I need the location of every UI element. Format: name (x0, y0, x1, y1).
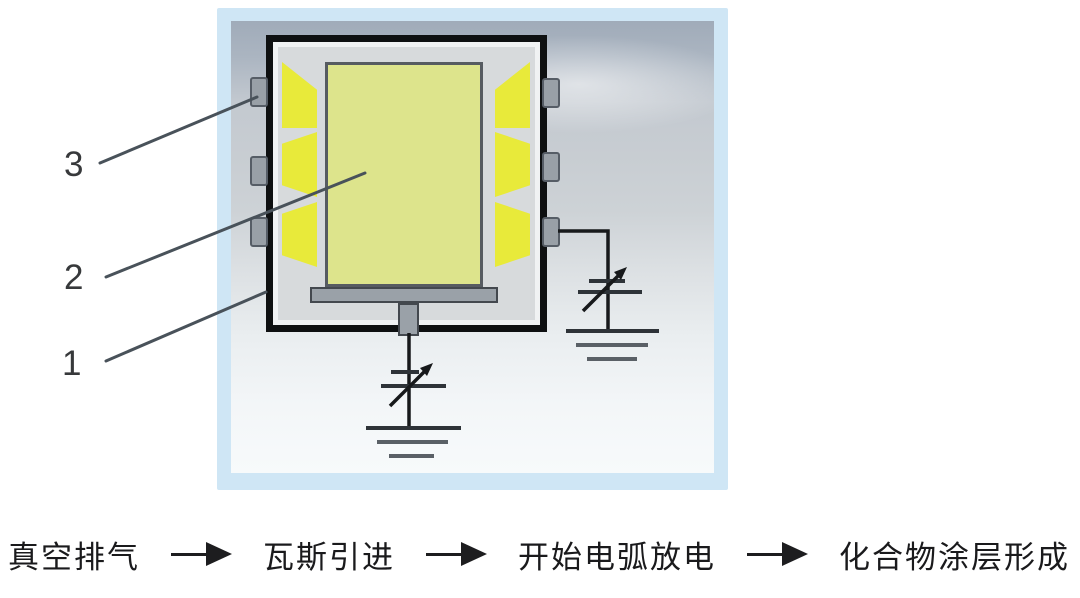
substrate-plate (325, 62, 483, 287)
callout-label-2: 2 (64, 258, 84, 297)
flow-arrow-icon (747, 542, 808, 566)
cathode-port (250, 217, 268, 247)
cathode-port (250, 77, 268, 107)
cathode-port (250, 156, 268, 186)
flow-arrow-icon (171, 542, 232, 566)
flow-step-4: 化合物涂层形成 (839, 539, 1070, 575)
flow-arrow-icon (426, 542, 487, 566)
flow-step-2: 瓦斯引进 (263, 539, 395, 575)
process-flow: 真空排气 瓦斯引进 开始电弧放电 化合物涂层形成 (8, 532, 1070, 576)
cathode-port (542, 217, 560, 247)
callout-label-1: 1 (62, 344, 82, 383)
flow-step-1: 真空排气 (8, 539, 140, 575)
substrate-pedestal (310, 287, 498, 303)
cathode-port (542, 78, 560, 108)
callout-label-3: 3 (64, 145, 84, 184)
pedestal-stem (398, 303, 419, 336)
cathode-port (542, 152, 560, 182)
flow-step-3: 开始电弧放电 (518, 539, 716, 575)
